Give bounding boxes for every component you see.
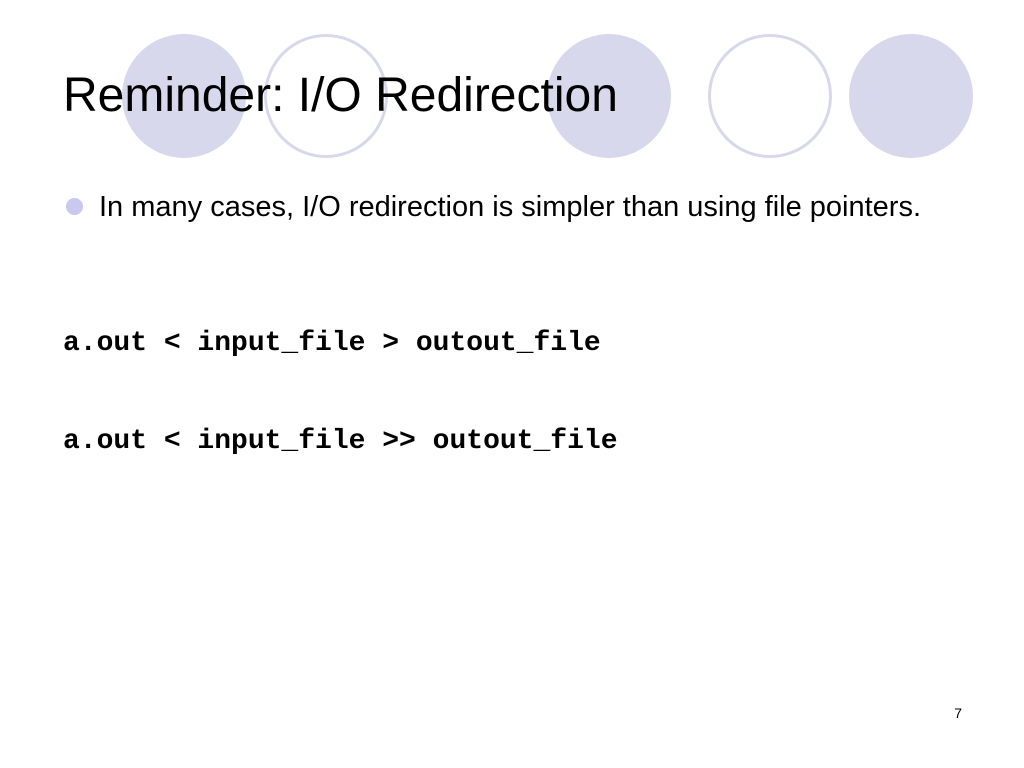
decorative-circle-outline	[708, 34, 832, 158]
decorative-circle-filled	[849, 34, 973, 158]
decorative-circle-filled	[122, 34, 246, 158]
page-number: 7	[954, 705, 962, 721]
bullet-dot-icon	[66, 198, 83, 215]
bullet-text: In many cases, I/O redirection is simple…	[99, 191, 922, 223]
bullet-item: In many cases, I/O redirection is simple…	[66, 186, 946, 228]
slide-title: Reminder: I/O Redirection	[63, 69, 618, 122]
decorative-circle-outline	[264, 34, 388, 158]
code-line-overwrite: a.out < input_file > outout_file	[63, 328, 601, 359]
code-line-append: a.out < input_file >> outout_file	[63, 426, 618, 457]
decorative-circle-filled	[547, 34, 671, 158]
